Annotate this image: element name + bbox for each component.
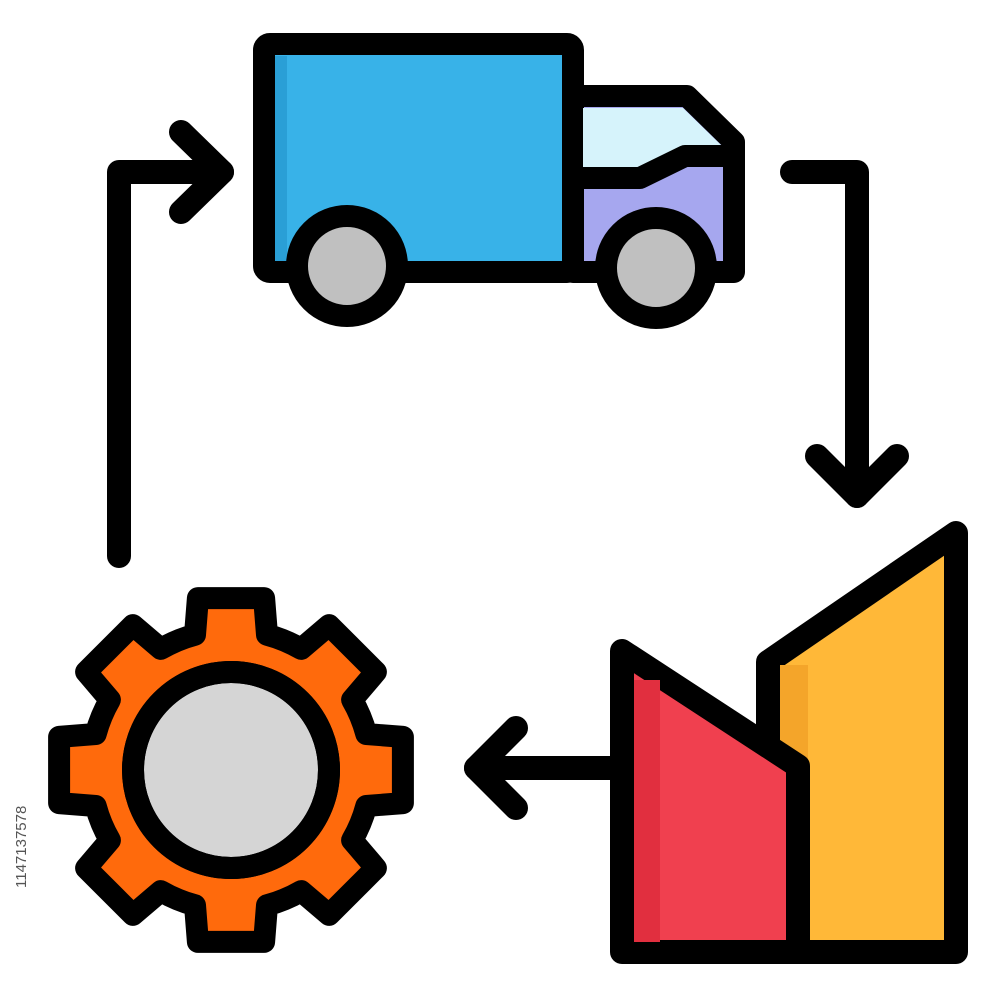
arrow-to-building: [780, 160, 909, 508]
truck-window: [583, 108, 722, 178]
watermark-id: 1147137578: [13, 806, 30, 888]
arrow-to-truck: [107, 120, 234, 568]
building-icon: [610, 521, 968, 964]
truck-icon: [253, 33, 745, 329]
gear-icon: [48, 587, 414, 953]
truck-rear-wheel: [286, 205, 408, 327]
truck-front-wheel: [595, 207, 717, 329]
building-short: [610, 639, 810, 964]
